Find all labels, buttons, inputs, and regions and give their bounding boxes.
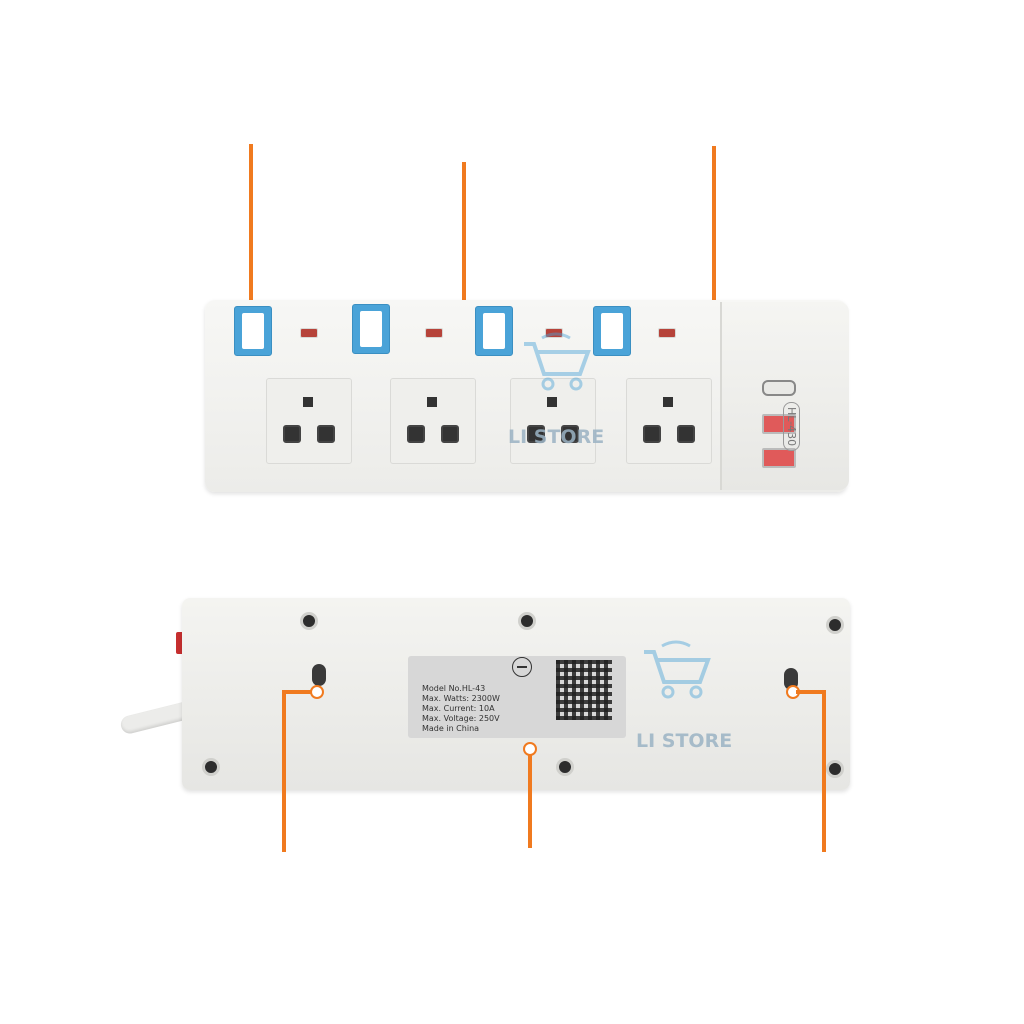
ground-hole — [547, 397, 557, 407]
outlet-4-switch — [593, 306, 631, 356]
neutral-hole — [441, 425, 459, 443]
material-leader-line — [528, 754, 532, 848]
outlet-4-socket — [626, 378, 712, 464]
rating-line: Max. Voltage: 250V — [422, 714, 500, 723]
outlet-2-socket — [390, 378, 476, 464]
switch-rocker — [242, 313, 264, 349]
rating-specs: Model No.HL-43 Max. Watts: 2300W Max. Cu… — [422, 684, 500, 734]
outlet-2-switch — [352, 304, 390, 354]
qr-code-icon — [556, 660, 612, 720]
rating-line: Made in China — [422, 724, 480, 733]
certification-seal-icon — [512, 657, 532, 677]
outlet-4-indicator — [658, 328, 676, 338]
live-hole — [643, 425, 661, 443]
outlet-1-socket — [266, 378, 352, 464]
screw-hole — [826, 616, 844, 634]
neutral-hole — [317, 425, 335, 443]
reset-button — [176, 632, 186, 654]
left-keyhole-slot — [312, 664, 326, 686]
left-mount-leader-elbow — [282, 690, 316, 694]
shutter-leader-line — [712, 146, 716, 432]
switch-rocker — [483, 313, 505, 349]
screw-hole — [300, 612, 318, 630]
switch-rocker — [601, 313, 623, 349]
watermark-cart-icon — [644, 640, 711, 699]
neutral-hole — [677, 425, 695, 443]
outlet-1-switch — [234, 306, 272, 356]
screw-hole — [518, 612, 536, 630]
neutral-hole — [561, 425, 579, 443]
live-hole — [283, 425, 301, 443]
watermark-cart-icon — [524, 332, 591, 391]
outlet-3-switch — [475, 306, 513, 356]
outlet-3-indicator — [545, 328, 563, 338]
model-code-label: HL-430 — [783, 402, 800, 452]
live-hole — [407, 425, 425, 443]
live-hole — [527, 425, 545, 443]
usb-c-port — [762, 380, 796, 396]
right-mount-leader-elbow — [796, 690, 826, 694]
screw-hole — [556, 758, 574, 776]
plug-leader-line — [462, 162, 466, 396]
usb-a-port-2 — [762, 448, 796, 468]
right-mount-leader-line — [822, 690, 826, 852]
outlet-1-indicator — [300, 328, 318, 338]
watermark-text: LI STORE — [636, 730, 733, 752]
rating-line: Max. Watts: 2300W — [422, 694, 500, 703]
ground-hole — [663, 397, 673, 407]
watermark-text: LI STORE — [508, 426, 605, 448]
rating-line: Max. Current: 10A — [422, 704, 495, 713]
switch-rocker — [360, 311, 382, 347]
screw-hole — [826, 760, 844, 778]
switch-leader-line — [249, 144, 253, 324]
left-mount-leader-dot — [310, 685, 324, 699]
ground-hole — [427, 397, 437, 407]
screw-hole — [202, 758, 220, 776]
outlet-3-socket — [510, 378, 596, 464]
outlet-2-indicator — [425, 328, 443, 338]
ground-hole — [303, 397, 313, 407]
rating-line: Model No.HL-43 — [422, 684, 486, 693]
right-keyhole-slot — [784, 668, 798, 690]
left-mount-leader-line — [282, 690, 286, 852]
usb-a-port-1 — [762, 414, 796, 434]
